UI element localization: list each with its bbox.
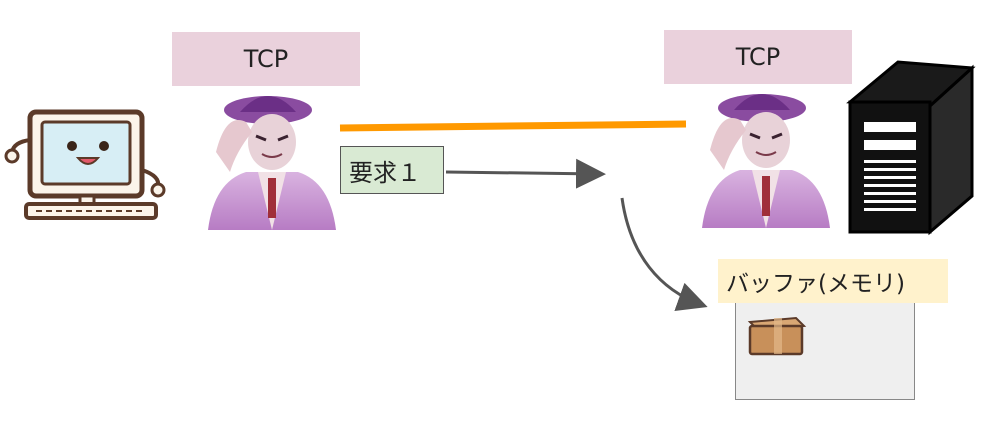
tcp-label-left: TCP	[172, 32, 360, 86]
computer-icon	[4, 109, 166, 220]
request-label: 要求１	[340, 146, 444, 194]
tcp-label-left-text: TCP	[243, 45, 289, 73]
request-label-text: 要求１	[349, 158, 421, 187]
connection-line	[339, 120, 687, 132]
buffer-label: バッファ(メモリ)	[718, 259, 948, 303]
buffer-area	[735, 302, 915, 400]
tcp-label-right: TCP	[664, 30, 852, 84]
server-icon	[846, 60, 976, 236]
buffer-label-text: バッファ(メモリ)	[726, 271, 905, 297]
tcp-character-icon-right	[702, 94, 830, 228]
tcp-label-right-text: TCP	[735, 43, 781, 71]
tcp-character-icon-left	[208, 96, 336, 230]
buffer-arrow	[620, 197, 708, 312]
request-arrow	[445, 158, 606, 189]
